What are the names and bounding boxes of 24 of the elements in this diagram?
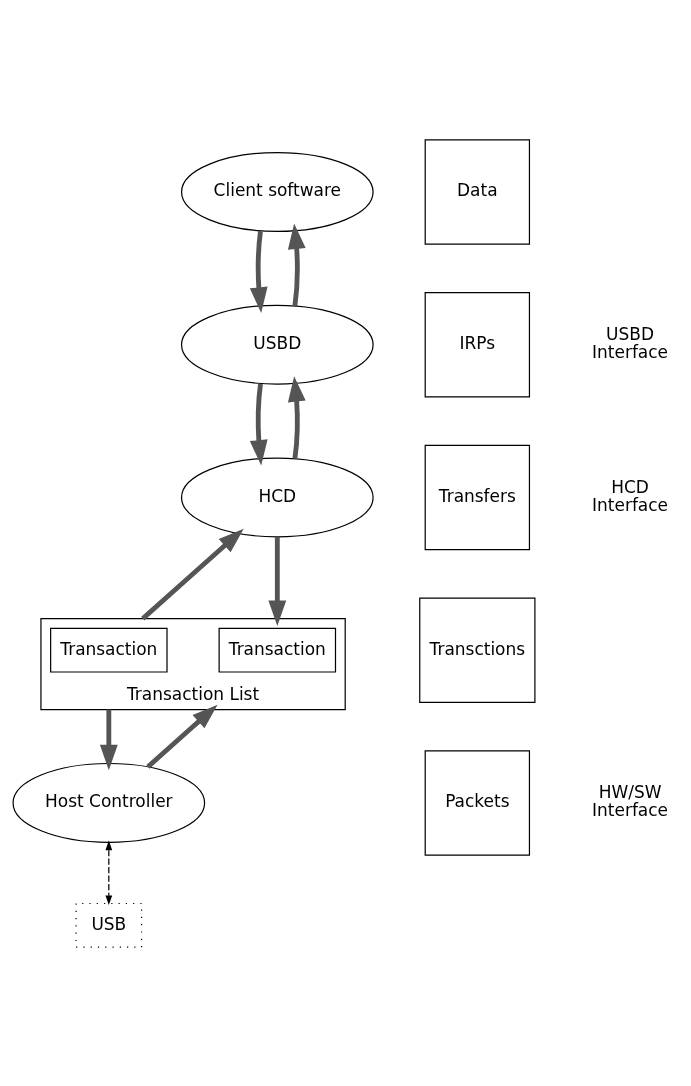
node-box: Transaction: [50, 627, 168, 673]
node-box: IRPs: [424, 291, 531, 397]
arrow: [287, 222, 306, 306]
node-box: Data: [424, 138, 531, 245]
label: HW/SW Interface: [592, 781, 669, 820]
arrow: [141, 528, 244, 620]
arrow: [249, 230, 268, 313]
node-box: Transfers: [424, 444, 531, 550]
node-box: Transaction: [218, 627, 337, 673]
arrow: [268, 536, 287, 626]
node-ellipse: USBD: [180, 304, 374, 385]
arrow: [105, 840, 113, 905]
node-ellipse: Host Controller: [12, 762, 206, 843]
node-box: Packets: [424, 749, 531, 856]
node-ellipse: HCD: [180, 456, 374, 537]
node-ellipse: Client software: [180, 151, 374, 232]
node-box: Transctions: [419, 596, 536, 703]
arrow: [249, 383, 268, 466]
label: HCD Interface: [592, 476, 669, 515]
label: USBD Interface: [592, 323, 669, 362]
node-box: USB: [75, 902, 143, 948]
arrow: [287, 375, 306, 459]
arrow: [146, 704, 218, 769]
arrow: [99, 709, 118, 770]
